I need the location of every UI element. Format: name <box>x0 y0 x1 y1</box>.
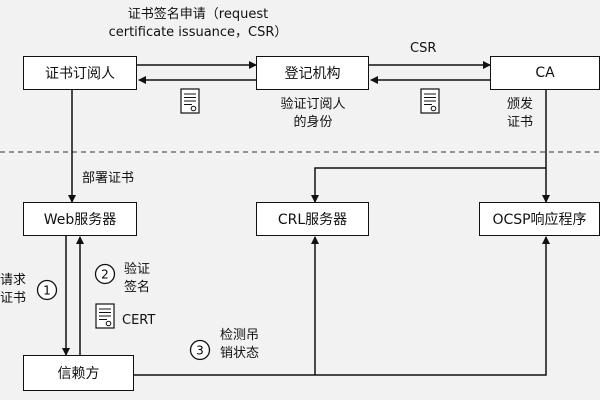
certificate-document-icon <box>180 88 200 114</box>
step-number-1: 1 <box>36 279 58 301</box>
node-subscriber: 证书订阅人 <box>23 56 137 90</box>
label-issue-cert-line2: 证书 <box>506 115 533 130</box>
arrow-ca-to-crl <box>311 167 546 203</box>
label-deploy-cert: 部署证书 <box>82 171 135 186</box>
label-verify-signature-line2: 签名 <box>124 280 151 295</box>
certificate-document-icon <box>95 303 115 329</box>
label-csr-request: 证书签名申请（request certificate issuance，CSR） <box>98 6 298 42</box>
label-csr-request-line2: certificate issuance，CSR） <box>108 25 288 40</box>
node-ocsp-responder: OCSP响应程序 <box>479 202 600 236</box>
label-csr: CSR <box>410 41 437 56</box>
label-csr-request-line1: 证书签名申请（request <box>127 7 269 22</box>
label-verify-identity-line2: 的身份 <box>293 115 333 130</box>
label-issue-cert: 颁发 证书 <box>500 96 540 132</box>
node-web-server: Web服务器 <box>23 202 137 236</box>
label-request-cert: 请求 证书 <box>0 272 26 308</box>
step-number-2-text: 2 <box>101 268 109 282</box>
label-request-cert-line1: 请求 <box>0 273 27 288</box>
label-check-revocation-line2: 销状态 <box>220 346 260 361</box>
label-verify-identity: 验证订阅人 的身份 <box>270 96 356 132</box>
label-request-cert-line2: 证书 <box>0 291 27 306</box>
label-verify-signature-line1: 验证 <box>124 262 151 277</box>
step-number-3-text: 3 <box>196 344 204 358</box>
arrow-relying-to-ocsp <box>134 236 550 376</box>
node-relying-party: 信赖方 <box>23 355 134 391</box>
label-verify-identity-line1: 验证订阅人 <box>280 97 346 112</box>
label-check-revocation: 检测吊 销状态 <box>220 327 259 363</box>
node-crl-server: CRL服务器 <box>256 202 369 236</box>
certificate-document-icon <box>420 88 440 114</box>
label-check-revocation-line1: 检测吊 <box>220 328 260 343</box>
step-number-1-text: 1 <box>43 284 51 298</box>
label-cert: CERT <box>122 313 156 328</box>
label-issue-cert-line1: 颁发 <box>506 97 533 112</box>
label-verify-signature: 验证 签名 <box>124 261 150 297</box>
node-registration-authority: 登记机构 <box>256 56 369 90</box>
step-number-2: 2 <box>94 263 116 285</box>
step-number-3: 3 <box>189 339 211 361</box>
node-ca: CA <box>490 56 600 90</box>
